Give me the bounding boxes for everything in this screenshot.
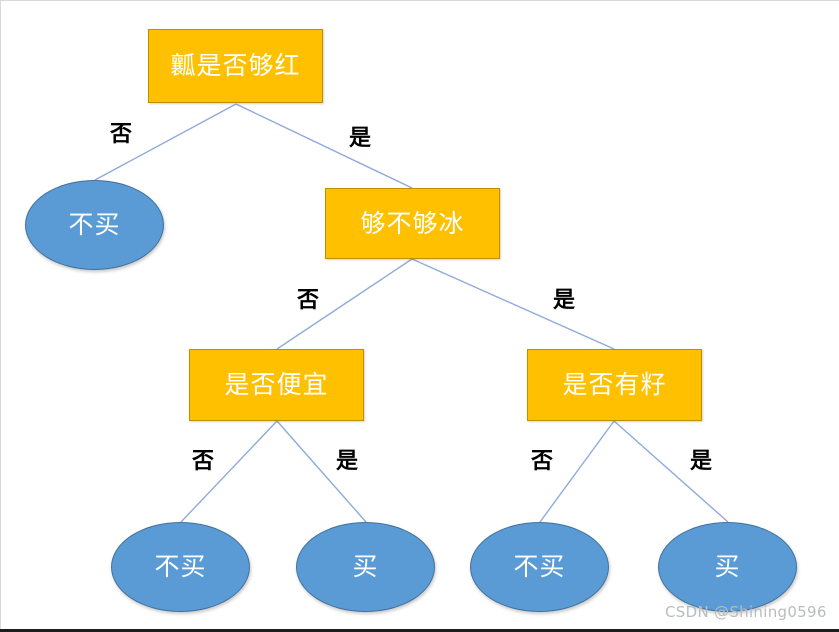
edge-cheap-to-buy1 <box>276 420 367 523</box>
node-label: 买 <box>714 552 741 582</box>
edge-cold-to-seeds <box>411 258 615 350</box>
edge-label-cold-to-cheap: 否 <box>297 288 320 313</box>
edge-label-cheap-to-buy1: 是 <box>336 449 359 474</box>
node-label: 是否有籽 <box>562 370 667 400</box>
node-label: 不买 <box>68 210 121 240</box>
edge-seeds-to-buy2 <box>613 420 729 523</box>
leaf-node-no1[interactable]: 不买 <box>25 180 164 270</box>
node-label: 买 <box>352 552 379 582</box>
edge-label-cold-to-seeds: 是 <box>553 288 576 313</box>
edge-root-to-cold <box>235 103 413 189</box>
edge-cold-to-cheap <box>276 258 413 350</box>
edge-label-cheap-to-no2: 否 <box>192 449 215 474</box>
leaf-node-buy1[interactable]: 买 <box>296 522 435 612</box>
decision-node-cheap[interactable]: 是否便宜 <box>189 349 364 421</box>
leaf-node-no3[interactable]: 不买 <box>470 522 609 612</box>
edge-label-root-to-cold: 是 <box>349 126 372 151</box>
leaf-node-no2[interactable]: 不买 <box>111 522 250 612</box>
leaf-node-buy2[interactable]: 买 <box>658 522 797 612</box>
node-label: 够不够冰 <box>360 208 465 238</box>
node-label: 瓤是否够红 <box>170 51 301 81</box>
node-label: 不买 <box>513 552 566 582</box>
decision-node-root[interactable]: 瓤是否够红 <box>148 29 323 103</box>
decision-node-cold[interactable]: 够不够冰 <box>325 188 500 259</box>
page-border-left <box>0 0 1 632</box>
watermark: CSDN @Shining0596 <box>665 603 827 621</box>
node-label: 是否便宜 <box>224 370 329 400</box>
edge-label-root-to-no1: 否 <box>110 122 133 147</box>
edge-root-to-no1 <box>94 103 237 181</box>
decision-node-seeds[interactable]: 是否有籽 <box>527 349 702 421</box>
edge-label-seeds-to-buy2: 是 <box>690 449 713 474</box>
page-border-bottom <box>0 629 839 632</box>
edge-label-seeds-to-no3: 否 <box>531 449 554 474</box>
edge-seeds-to-no3 <box>539 420 615 523</box>
node-label: 不买 <box>154 552 207 582</box>
edge-cheap-to-no2 <box>180 420 278 523</box>
page-border-top <box>0 0 839 1</box>
